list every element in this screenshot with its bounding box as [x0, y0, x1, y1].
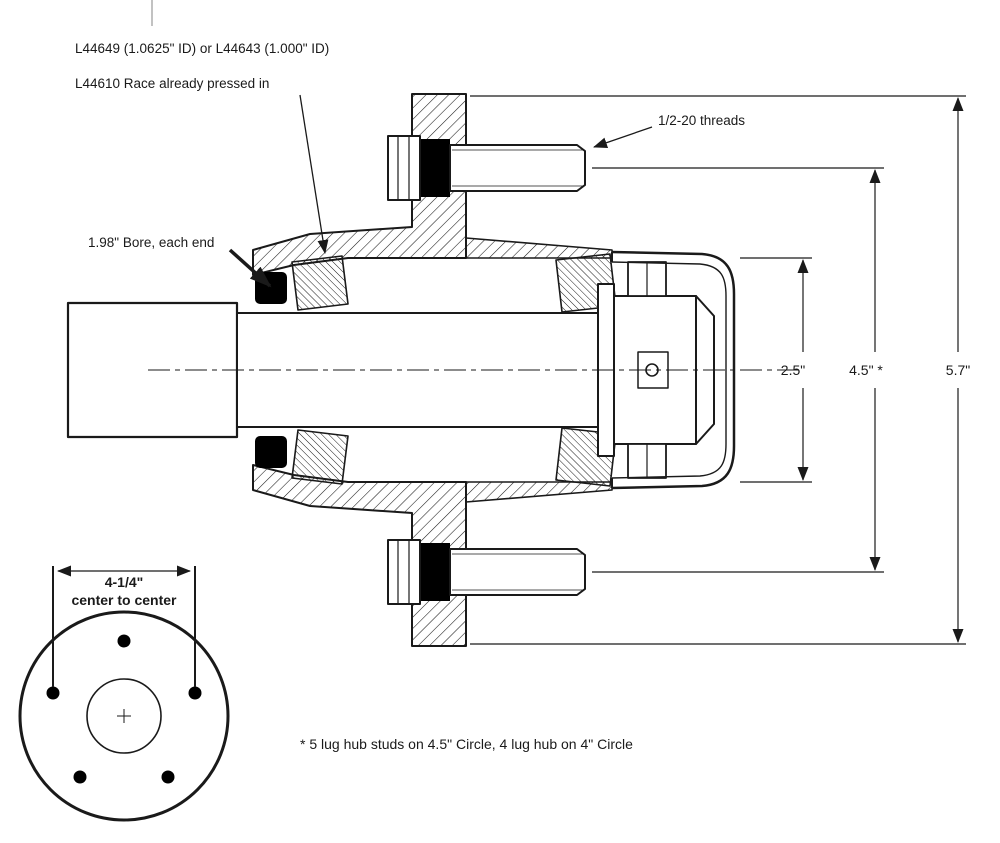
footnote: * 5 lug hub studs on 4.5" Circle, 4 lug … [300, 736, 633, 752]
stud-bottom [387, 539, 586, 605]
hub-barrel-lower [465, 481, 613, 503]
hub-barrel-upper [465, 237, 613, 259]
bearing-callout-line1: L44649 (1.0625" ID) or L44643 (1.000" ID… [75, 41, 329, 56]
stud-top-shank [449, 144, 586, 192]
stud-bottom-knurl [421, 543, 450, 601]
bearing-top-left [291, 255, 349, 311]
hub-face-outline [18, 610, 230, 822]
lug-hole [117, 634, 131, 648]
threads-callout: 1/2-20 threads [658, 113, 745, 128]
bore-callout: 1.98" Bore, each end [88, 235, 214, 250]
dim-label-2-5: 2.5" [781, 362, 805, 378]
bearing-callout-line2: L44610 Race already pressed in [75, 76, 269, 91]
hub-cross-section [66, 93, 800, 647]
dimension-5-7 [470, 95, 966, 645]
dim-label-5-7: 5.7" [946, 362, 970, 378]
dimension-4-5 [592, 167, 884, 573]
dim-label-4-5: 4.5" * [849, 362, 883, 378]
lug-spacing-sublabel: center to center [71, 592, 177, 608]
lug-hole [73, 770, 87, 784]
threads-leader-line [593, 126, 653, 148]
grease-seal-bottom [255, 436, 287, 468]
bore-arrow [228, 248, 272, 288]
pilot-bore [86, 678, 162, 754]
stud-bottom-hex-head [387, 539, 421, 605]
stud-bottom-shank [449, 548, 586, 596]
dust-cap-inner [611, 261, 727, 479]
bearing-leader-line [299, 94, 329, 254]
lug-hole [188, 686, 202, 700]
dimension-2-5 [740, 257, 812, 483]
stud-top [387, 135, 586, 201]
stud-top-hex-head [387, 135, 421, 201]
bolt-circle-view [18, 565, 230, 822]
bearing-bottom-left [291, 429, 349, 485]
stud-top-knurl [421, 139, 450, 197]
lug-spacing-label: 4-1/4" [105, 574, 144, 590]
lug-hole [161, 770, 175, 784]
lug-hole [46, 686, 60, 700]
